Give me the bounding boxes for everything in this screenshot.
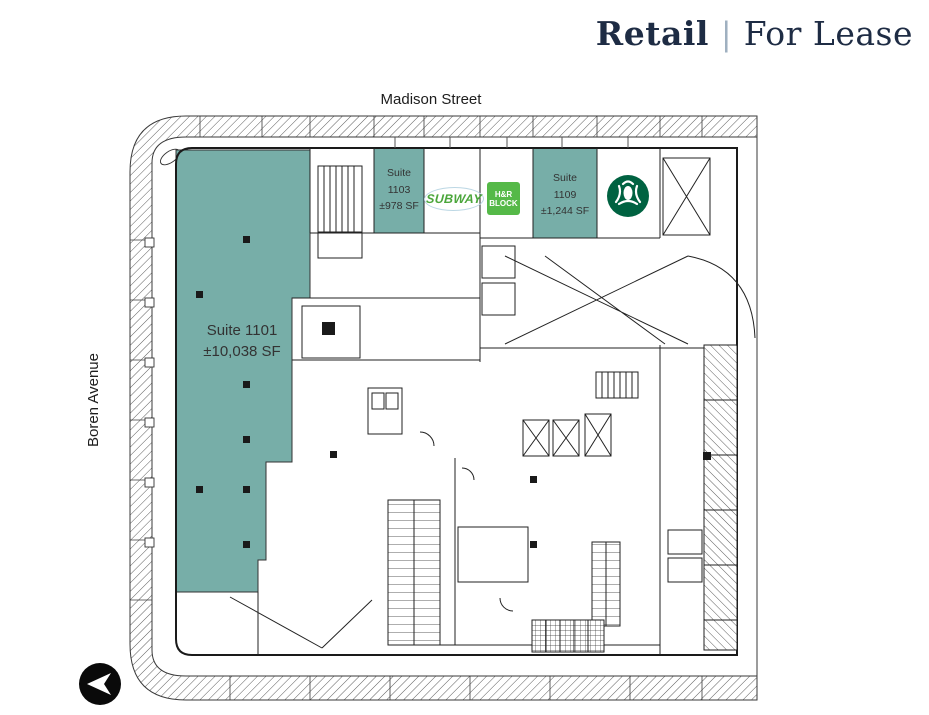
sidewalk-hatch-band (129, 115, 758, 701)
suite-1103-area: ±978 SF (379, 200, 419, 212)
interior-walls (229, 148, 756, 655)
hr-block-line1: H&R (494, 189, 513, 199)
storefront-entries (394, 137, 629, 148)
hr-block-line2: BLOCK (489, 198, 518, 208)
streetscape-fixtures (144, 148, 180, 548)
starbucks-siren-icon (607, 175, 649, 217)
hr-block-logo: H&R BLOCK (487, 182, 520, 215)
building-outline (175, 147, 738, 656)
suite-1101-name: Suite 1101 (206, 322, 278, 339)
title-retail: Retail (595, 14, 709, 53)
title-for-lease: For Lease (743, 14, 913, 53)
title-separator: | (720, 15, 732, 53)
north-arrow (78, 662, 122, 706)
suite-1103-number: 1103 (387, 183, 411, 196)
starbucks-logo (606, 174, 650, 218)
suite-1103-label: Suite 1103 ±978 SF (374, 165, 424, 215)
street-label-boren: Boren Avenue (85, 353, 102, 447)
suite-1101-label: Suite 1101 ±10,038 SF (172, 320, 312, 362)
suite-1103-word: Suite (387, 167, 411, 179)
suite-1101-region (175, 149, 311, 593)
page-title: Retail | For Lease (596, 14, 913, 53)
suite-1109-word: Suite (553, 172, 577, 184)
suite-1109-label: Suite 1109 ±1,244 SF (533, 170, 597, 220)
north-arrow-icon (79, 663, 121, 705)
suite-1101-area: ±10,038 SF (203, 343, 281, 360)
structural-columns (196, 236, 711, 548)
subway-logo-text: SUBWAY (425, 192, 483, 206)
suite-1109-area: ±1,244 SF (540, 205, 590, 217)
suite-1109-region (532, 147, 598, 239)
suite-1109-number: 1109 (553, 188, 577, 201)
street-label-madison: Madison Street (380, 91, 482, 108)
